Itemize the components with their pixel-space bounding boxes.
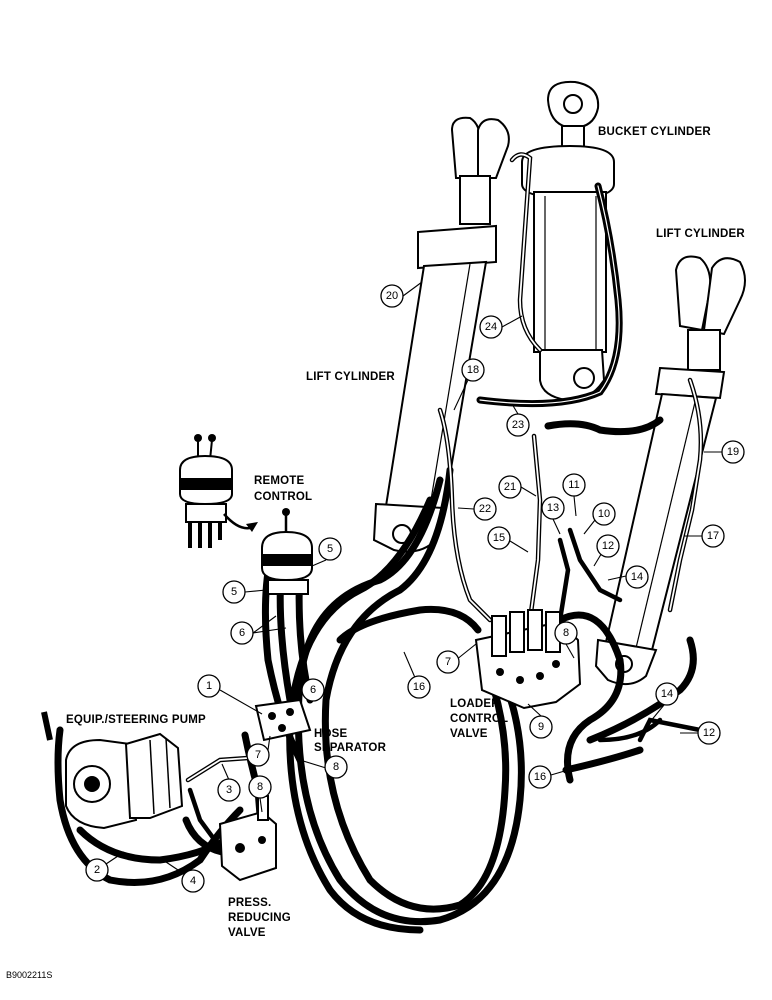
label-lift-cylinder-right: LIFT CYLINDER bbox=[656, 228, 745, 240]
callout-circle bbox=[529, 715, 553, 739]
callout-number: 3 bbox=[226, 784, 232, 796]
callout-number: 12 bbox=[602, 540, 614, 552]
callout-circle bbox=[217, 778, 241, 802]
callout-circle bbox=[473, 497, 497, 521]
callout-number: 6 bbox=[310, 684, 316, 696]
loader-control-valve bbox=[474, 609, 582, 710]
remote-control bbox=[261, 508, 313, 595]
callout-circle bbox=[324, 755, 348, 779]
callout-circle bbox=[721, 440, 745, 464]
callout-number: 16 bbox=[534, 771, 546, 783]
callout-number: 5 bbox=[231, 586, 237, 598]
callout-circle bbox=[246, 743, 270, 767]
callout-circle bbox=[554, 621, 578, 645]
callout-number: 8 bbox=[563, 627, 569, 639]
callout-circle bbox=[592, 502, 616, 526]
callout-number: 16 bbox=[413, 681, 425, 693]
callout-circle bbox=[197, 674, 221, 698]
rigid-tubes bbox=[185, 152, 704, 853]
callout-number: 12 bbox=[703, 727, 715, 739]
callout-number: 19 bbox=[727, 446, 739, 458]
callout-number: 24 bbox=[485, 321, 497, 333]
hose-separator bbox=[254, 698, 312, 742]
callout-number: 8 bbox=[333, 761, 339, 773]
callout-number: 18 bbox=[467, 364, 479, 376]
callout-number: 6 bbox=[239, 627, 245, 639]
callout-number: 13 bbox=[547, 502, 559, 514]
callout-number: 7 bbox=[255, 749, 261, 761]
callout-circle bbox=[230, 621, 254, 645]
label-hose-separator-2: SEPARATOR bbox=[314, 742, 387, 754]
callout-number: 4 bbox=[190, 875, 196, 887]
label-press-reducing-valve-1: PRESS. bbox=[228, 897, 271, 909]
callout-circle bbox=[318, 537, 342, 561]
component-labels: BUCKET CYLINDER LIFT CYLINDER LIFT CYLIN… bbox=[6, 126, 745, 980]
callout-circle bbox=[541, 496, 565, 520]
label-press-reducing-valve-3: VALVE bbox=[228, 927, 266, 939]
callout-circle bbox=[625, 565, 649, 589]
callout-circle bbox=[655, 682, 679, 706]
callout-circle bbox=[479, 315, 503, 339]
label-press-reducing-valve-2: REDUCING bbox=[228, 912, 291, 924]
callout-circle bbox=[222, 580, 246, 604]
label-hose-separator-1: HOSE bbox=[314, 728, 348, 740]
callout-number: 17 bbox=[707, 530, 719, 542]
callouts: 20 24 18 23 19 21 11 22 13 10 bbox=[85, 281, 745, 893]
callout-number: 10 bbox=[598, 508, 610, 520]
callout-circle bbox=[407, 675, 431, 699]
callout-number: 7 bbox=[445, 656, 451, 668]
callout-number: 14 bbox=[631, 571, 643, 583]
label-loader-control-valve-2: CONTROL bbox=[450, 713, 508, 725]
label-loader-control-valve-1: LOADER bbox=[450, 698, 500, 710]
callout-circle bbox=[701, 524, 725, 548]
callout-number: 23 bbox=[512, 419, 524, 431]
label-lift-cylinder-left: LIFT CYLINDER bbox=[306, 371, 395, 383]
label-equip-steering-pump: EQUIP./STEERING PUMP bbox=[66, 714, 206, 726]
callout-number: 11 bbox=[568, 479, 579, 491]
callout-circle bbox=[301, 678, 325, 702]
callout-number: 14 bbox=[661, 688, 673, 700]
callout-circle bbox=[85, 858, 109, 882]
callout-circle bbox=[562, 473, 586, 497]
callout-number: 2 bbox=[94, 864, 100, 876]
equip-steering-pump bbox=[41, 711, 184, 830]
callout-circle bbox=[181, 869, 205, 893]
callout-number: 9 bbox=[538, 721, 544, 733]
press-reducing-valve bbox=[218, 795, 277, 882]
callout-circle bbox=[380, 284, 404, 308]
figure-id: B9002211S bbox=[6, 970, 52, 980]
callout-circle bbox=[596, 534, 620, 558]
label-bucket-cylinder: BUCKET CYLINDER bbox=[598, 126, 711, 138]
callout-number: 20 bbox=[386, 290, 398, 302]
callout-circle bbox=[461, 358, 485, 382]
callout-circle bbox=[436, 650, 460, 674]
label-remote-control-2: CONTROL bbox=[254, 491, 312, 503]
remote-control-inset bbox=[179, 434, 258, 548]
lift-cylinder-left bbox=[372, 116, 510, 553]
callout-circle bbox=[697, 721, 721, 745]
callout-circle bbox=[528, 765, 552, 789]
bucket-cylinder bbox=[521, 80, 615, 402]
callout-number: 1 bbox=[206, 680, 212, 692]
label-loader-control-valve-3: VALVE bbox=[450, 728, 488, 740]
label-remote-control-1: REMOTE bbox=[254, 475, 305, 487]
callout-number: 5 bbox=[327, 543, 333, 555]
callout-number: 22 bbox=[479, 503, 491, 515]
callout-number: 15 bbox=[493, 532, 505, 544]
callout-circle bbox=[248, 775, 272, 799]
callout-number: 21 bbox=[504, 481, 516, 493]
callout-circle bbox=[487, 526, 511, 550]
callout-circle bbox=[506, 413, 530, 437]
callout-number: 8 bbox=[257, 781, 263, 793]
hose-lines bbox=[54, 182, 697, 934]
callout-circle bbox=[498, 475, 522, 499]
